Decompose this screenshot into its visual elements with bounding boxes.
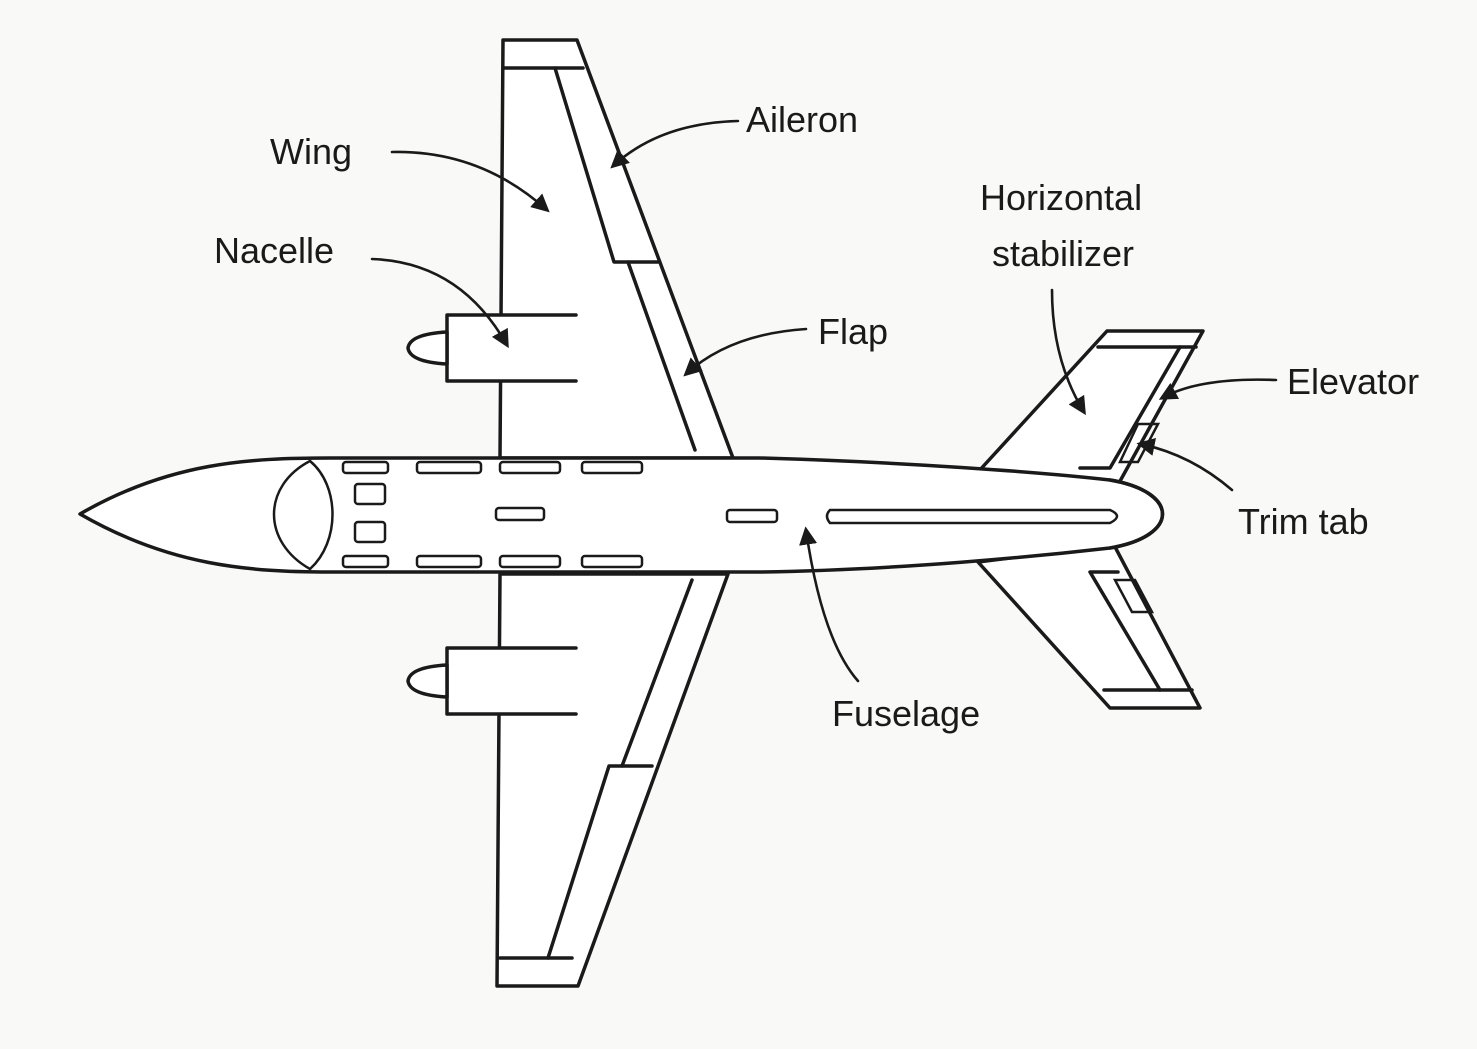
upper-horizontal-stabilizer (976, 329, 1205, 494)
label-flap: Flap (818, 311, 888, 352)
lower-horizontal-stabilizer (976, 543, 1202, 710)
leader-arrows (370, 119, 1278, 683)
label-aileron: Aileron (746, 99, 858, 140)
flap-leader-arrow (683, 327, 808, 377)
trim-tab-leader-arrow (1136, 437, 1234, 492)
label-nacelle: Nacelle (214, 230, 334, 271)
fuselage-body (78, 456, 1165, 574)
label-horizontal-stabilizer-line1: Horizontal (980, 177, 1142, 218)
horizontal-stabilizer-leader-arrow (1050, 288, 1086, 416)
label-fuselage: Fuselage (832, 693, 980, 734)
aileron-leader-arrow (610, 119, 740, 169)
label-trim-tab: Trim tab (1238, 501, 1369, 542)
upper-nacelle (406, 313, 578, 383)
label-horizontal-stabilizer-line2: stabilizer (992, 233, 1134, 274)
upper-wing (498, 38, 735, 460)
label-elevator: Elevator (1287, 361, 1419, 402)
lower-wing (495, 572, 730, 988)
wing-leader-arrow (390, 150, 550, 213)
nacelle-leader-arrow (370, 257, 509, 349)
elevator-leader-arrow (1158, 378, 1278, 400)
lower-nacelle (406, 646, 578, 716)
fuselage-leader-arrow (799, 526, 860, 683)
label-wing: Wing (270, 131, 352, 172)
